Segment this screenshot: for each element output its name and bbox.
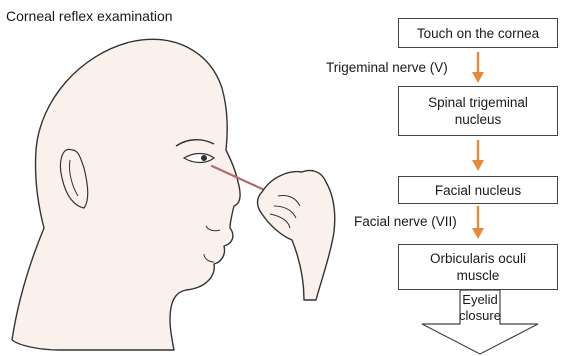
arrow-down-1 <box>470 52 486 84</box>
step-touch-cornea: Touch on the cornea <box>398 18 558 48</box>
connector-label-facial: Facial nerve (VII) <box>354 214 457 229</box>
arrow-down-2 <box>470 140 486 172</box>
connector-label-trigeminal: Trigeminal nerve (V) <box>326 60 448 75</box>
result-eyelid-closure: Eyelid closure <box>452 292 508 324</box>
step-spinal-trigeminal-nucleus: Spinal trigeminal nucleus <box>398 86 558 136</box>
hand <box>258 170 335 300</box>
arrow-down-3 <box>470 206 486 240</box>
head-profile <box>12 39 240 350</box>
step-facial-nucleus: Facial nucleus <box>398 176 558 204</box>
step-orbicularis-oculi: Orbicularis oculi muscle <box>398 244 558 290</box>
